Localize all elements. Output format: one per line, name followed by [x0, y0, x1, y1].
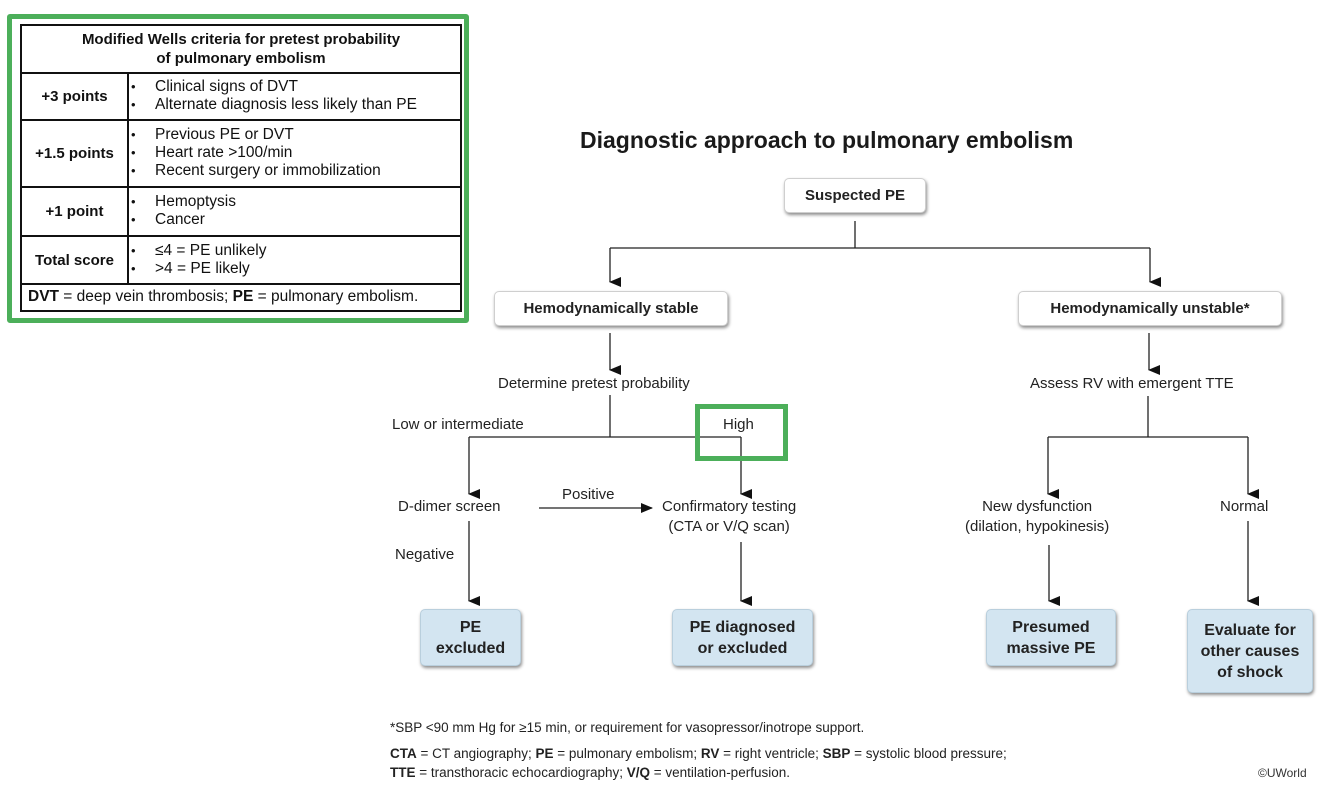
- abbr: PE: [535, 746, 554, 761]
- abbr: TTE: [390, 765, 416, 780]
- criterion-item: Heart rate >100/min: [131, 144, 456, 162]
- wells-criteria-table: Modified Wells criteria for pretest prob…: [20, 24, 462, 312]
- criterion-item: ≤4 = PE unlikely: [131, 242, 456, 260]
- footnote-abbreviations-line1: CTA = CT angiography; PE = pulmonary emb…: [390, 746, 1007, 761]
- label-line: New dysfunction: [982, 498, 1093, 515]
- label-assess-rv: Assess RV with emergent TTE: [1030, 375, 1234, 392]
- criterion-item: Hemoptysis: [131, 193, 456, 211]
- points-label: Total score: [20, 235, 129, 285]
- def-dvt: = deep vein thrombosis;: [59, 288, 233, 305]
- label-line: Confirmatory testing: [662, 498, 797, 515]
- node-label: Hemodynamically stable: [523, 300, 699, 317]
- label-positive: Positive: [562, 486, 615, 503]
- label-line: (CTA or V/Q scan): [668, 518, 790, 535]
- high-probability-highlight: [695, 404, 788, 461]
- abbr: SBP: [822, 746, 851, 761]
- abbr-def: = ventilation-perfusion.: [650, 765, 790, 780]
- wells-footer-row: DVT = deep vein thrombosis; PE = pulmona…: [20, 283, 462, 312]
- node-hemodynamically-stable: Hemodynamically stable: [494, 291, 728, 326]
- points-label: +1 point: [20, 186, 129, 237]
- label-line: (dilation, hypokinesis): [965, 518, 1110, 535]
- abbr-def: = CT angiography;: [416, 746, 536, 761]
- wells-abbreviations: DVT = deep vein thrombosis; PE = pulmona…: [20, 283, 462, 312]
- wells-row-3-points: +3 points Clinical signs of DVT Alternat…: [20, 72, 462, 121]
- wells-title-row: Modified Wells criteria for pretest prob…: [20, 24, 462, 74]
- abbr: CTA: [390, 746, 417, 761]
- footnote-asterisk: *SBP <90 mm Hg for ≥15 min, or requireme…: [390, 720, 865, 735]
- abbr-def: = pulmonary embolism;: [553, 746, 701, 761]
- flowchart-title: Diagnostic approach to pulmonary embolis…: [580, 127, 1074, 153]
- copyright-uworld: ©UWorld: [1258, 766, 1307, 780]
- criterion-item: Clinical signs of DVT: [131, 78, 456, 96]
- criterion-item: Previous PE or DVT: [131, 126, 456, 144]
- criterion-item: Cancer: [131, 211, 456, 229]
- node-hemodynamically-unstable: Hemodynamically unstable*: [1018, 291, 1282, 326]
- criteria-list-cell: Hemoptysis Cancer: [127, 186, 462, 237]
- points-label: +1.5 points: [20, 119, 129, 188]
- abbr-dvt: DVT: [28, 288, 59, 305]
- label-low-intermediate: Low or intermediate: [392, 416, 524, 433]
- node-suspected-pe: Suspected PE: [784, 178, 926, 213]
- label-d-dimer-screen: D-dimer screen: [398, 498, 501, 515]
- def-pe: = pulmonary embolism.: [253, 288, 419, 305]
- wells-row-total-score: Total score ≤4 = PE unlikely >4 = PE lik…: [20, 235, 462, 285]
- label-new-dysfunction: New dysfunction (dilation, hypokinesis): [965, 497, 1109, 537]
- abbr-def: = right ventricle;: [719, 746, 823, 761]
- node-label: Suspected PE: [804, 187, 906, 204]
- abbr-def: = transthoracic echocardiography;: [415, 765, 627, 780]
- label-confirmatory-testing: Confirmatory testing (CTA or V/Q scan): [662, 497, 796, 537]
- wells-row-1-point: +1 point Hemoptysis Cancer: [20, 186, 462, 237]
- label-normal: Normal: [1220, 498, 1269, 515]
- footnote-abbreviations-line2: TTE = transthoracic echocardiography; V/…: [390, 765, 790, 780]
- label-high: High: [723, 416, 754, 433]
- wells-title-line1: Modified Wells criteria for pretest prob…: [81, 31, 401, 48]
- criteria-list-cell: ≤4 = PE unlikely >4 = PE likely: [127, 235, 462, 285]
- label-determine-pretest: Determine pretest probability: [498, 375, 690, 392]
- criterion-item: >4 = PE likely: [131, 260, 456, 278]
- criterion-item: Alternate diagnosis less likely than PE: [131, 96, 456, 114]
- wells-table-title: Modified Wells criteria for pretest prob…: [20, 24, 462, 74]
- criteria-list-cell: Clinical signs of DVT Alternate diagnosi…: [127, 72, 462, 121]
- wells-row-1-5-points: +1.5 points Previous PE or DVT Heart rat…: [20, 119, 462, 188]
- abbr-def: = systolic blood pressure;: [850, 746, 1007, 761]
- points-label: +3 points: [20, 72, 129, 121]
- criterion-item: Recent surgery or immobilization: [131, 162, 456, 180]
- abbr: RV: [700, 746, 720, 761]
- criteria-list-cell: Previous PE or DVT Heart rate >100/min R…: [127, 119, 462, 188]
- abbr: V/Q: [626, 765, 651, 780]
- wells-title-line2: of pulmonary embolism: [156, 50, 326, 67]
- label-negative: Negative: [395, 546, 455, 563]
- node-label: Hemodynamically unstable*: [1050, 300, 1250, 317]
- abbr-pe: PE: [232, 288, 254, 305]
